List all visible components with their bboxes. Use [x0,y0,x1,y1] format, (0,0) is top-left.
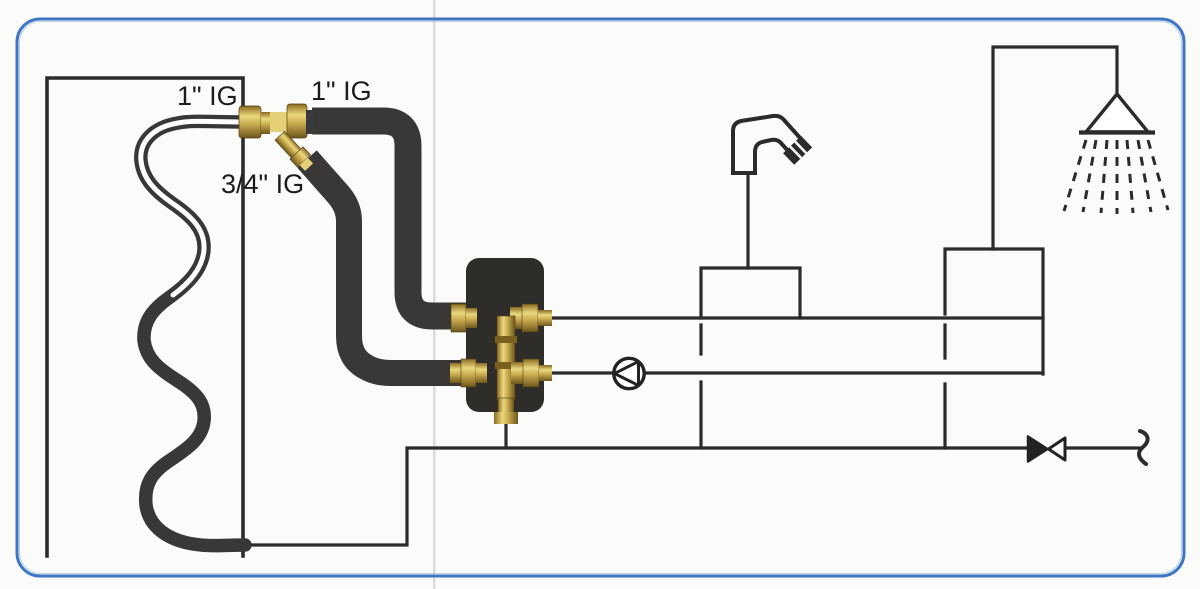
pump-station-manifold [450,258,552,424]
shower-head [1084,92,1150,134]
cold-water-line [241,446,1142,547]
insulated-return-pipe [297,150,462,386]
manifold-top-fittings [450,303,552,333]
storage-tank [45,76,245,558]
corrugated-heat-exchanger-coil [134,114,253,553]
shower-connection-box [943,247,1045,376]
page-border-frame-inner [19,21,1182,574]
check-valve-icon [1026,435,1067,463]
pump-icon [612,356,646,391]
y-branch [274,130,314,171]
page-border-frame [15,17,1186,578]
pipe-collar [306,110,314,134]
label-return-port: 3/4" IG [221,169,304,199]
coil-highlight-core [138,118,249,298]
faucet-connection-box [699,266,802,320]
manifold-lower-fittings [450,358,552,388]
label-tank-port: 1" IG [177,81,238,111]
manifold-center-column [495,315,517,401]
shower-supply-pipe [991,45,1119,251]
faucet-icon [731,113,813,175]
shower-icon [1062,92,1170,214]
brass-y-adapter [238,103,314,171]
insulated-pipes [297,107,470,386]
manifold-bottom-stub [494,397,518,424]
faucet-aerator [783,135,813,165]
shower-spray [1062,139,1170,214]
scan-artifact-line [433,0,436,589]
label-supply-port: 1" IG [311,76,372,106]
insulated-supply-pipe [312,107,470,330]
pipe-break-icon [1137,429,1150,466]
